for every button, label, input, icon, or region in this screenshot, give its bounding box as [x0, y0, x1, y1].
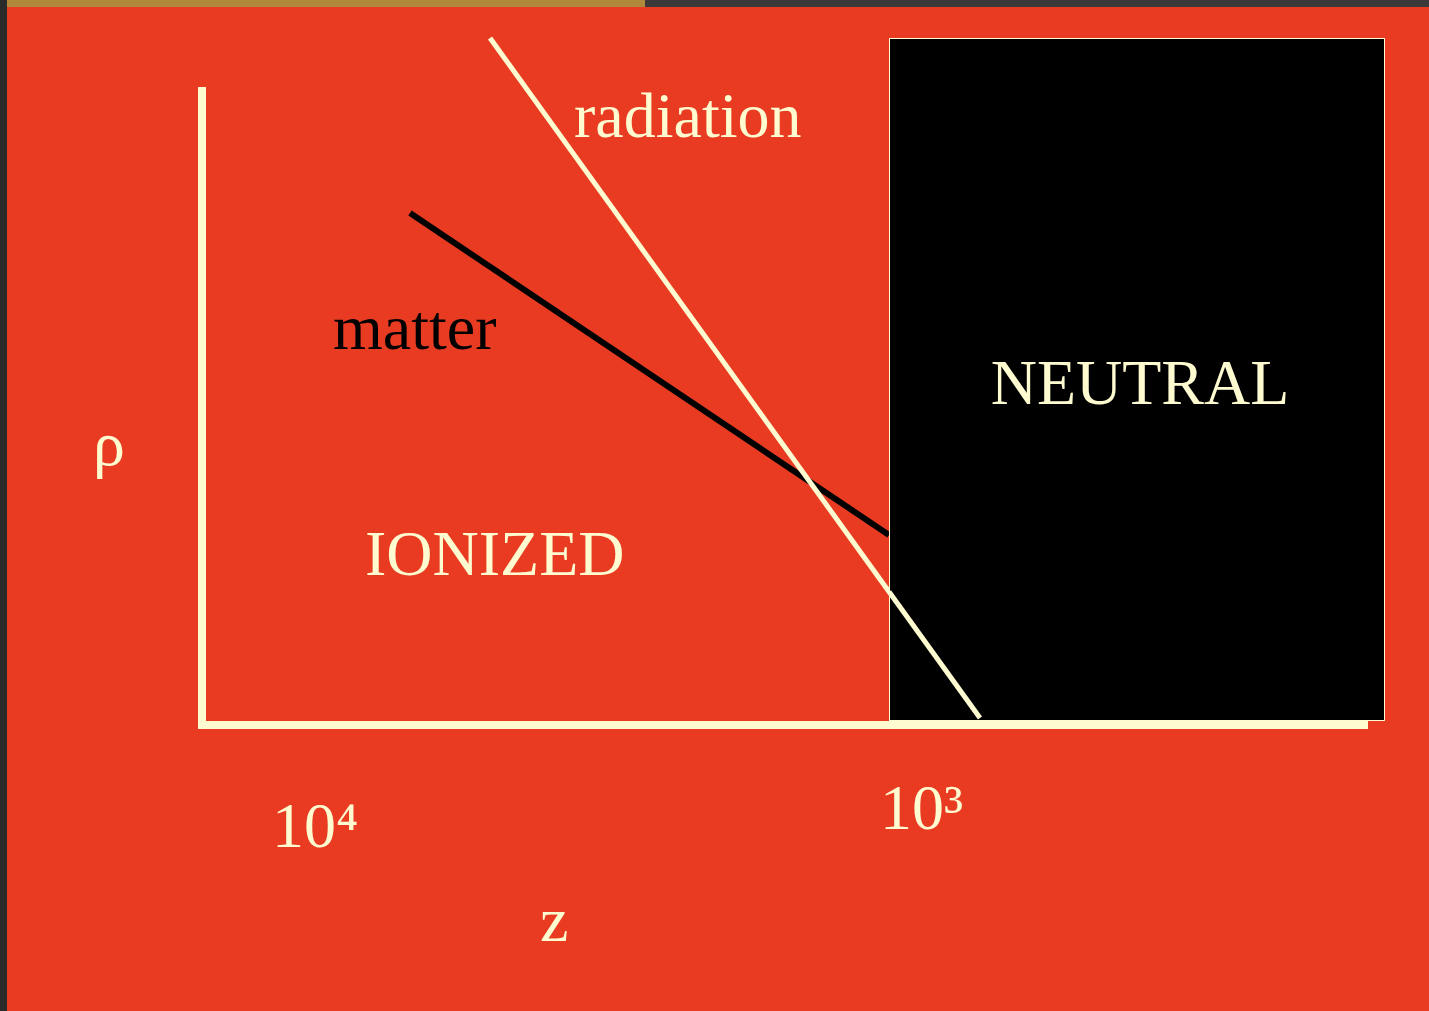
x-axis: [198, 721, 1368, 729]
tick-label: 10³: [880, 776, 963, 840]
curve-label: radiation: [574, 84, 801, 148]
curve-label: matter: [333, 296, 496, 360]
region-rect: [890, 39, 1385, 721]
axis-label: ρ: [93, 412, 125, 476]
region-box: NEUTRAL: [889, 38, 1385, 721]
top-strip: [0, 0, 1429, 7]
top-image-strip: [0, 0, 645, 7]
tick-label: 10⁴: [272, 794, 358, 858]
radiation-line: [889, 592, 980, 718]
y-axis: [198, 87, 206, 729]
axis-label: z: [540, 888, 568, 952]
region-label: NEUTRAL: [991, 351, 1290, 415]
region-label: IONIZED: [365, 522, 624, 586]
left-border: [0, 0, 7, 1011]
